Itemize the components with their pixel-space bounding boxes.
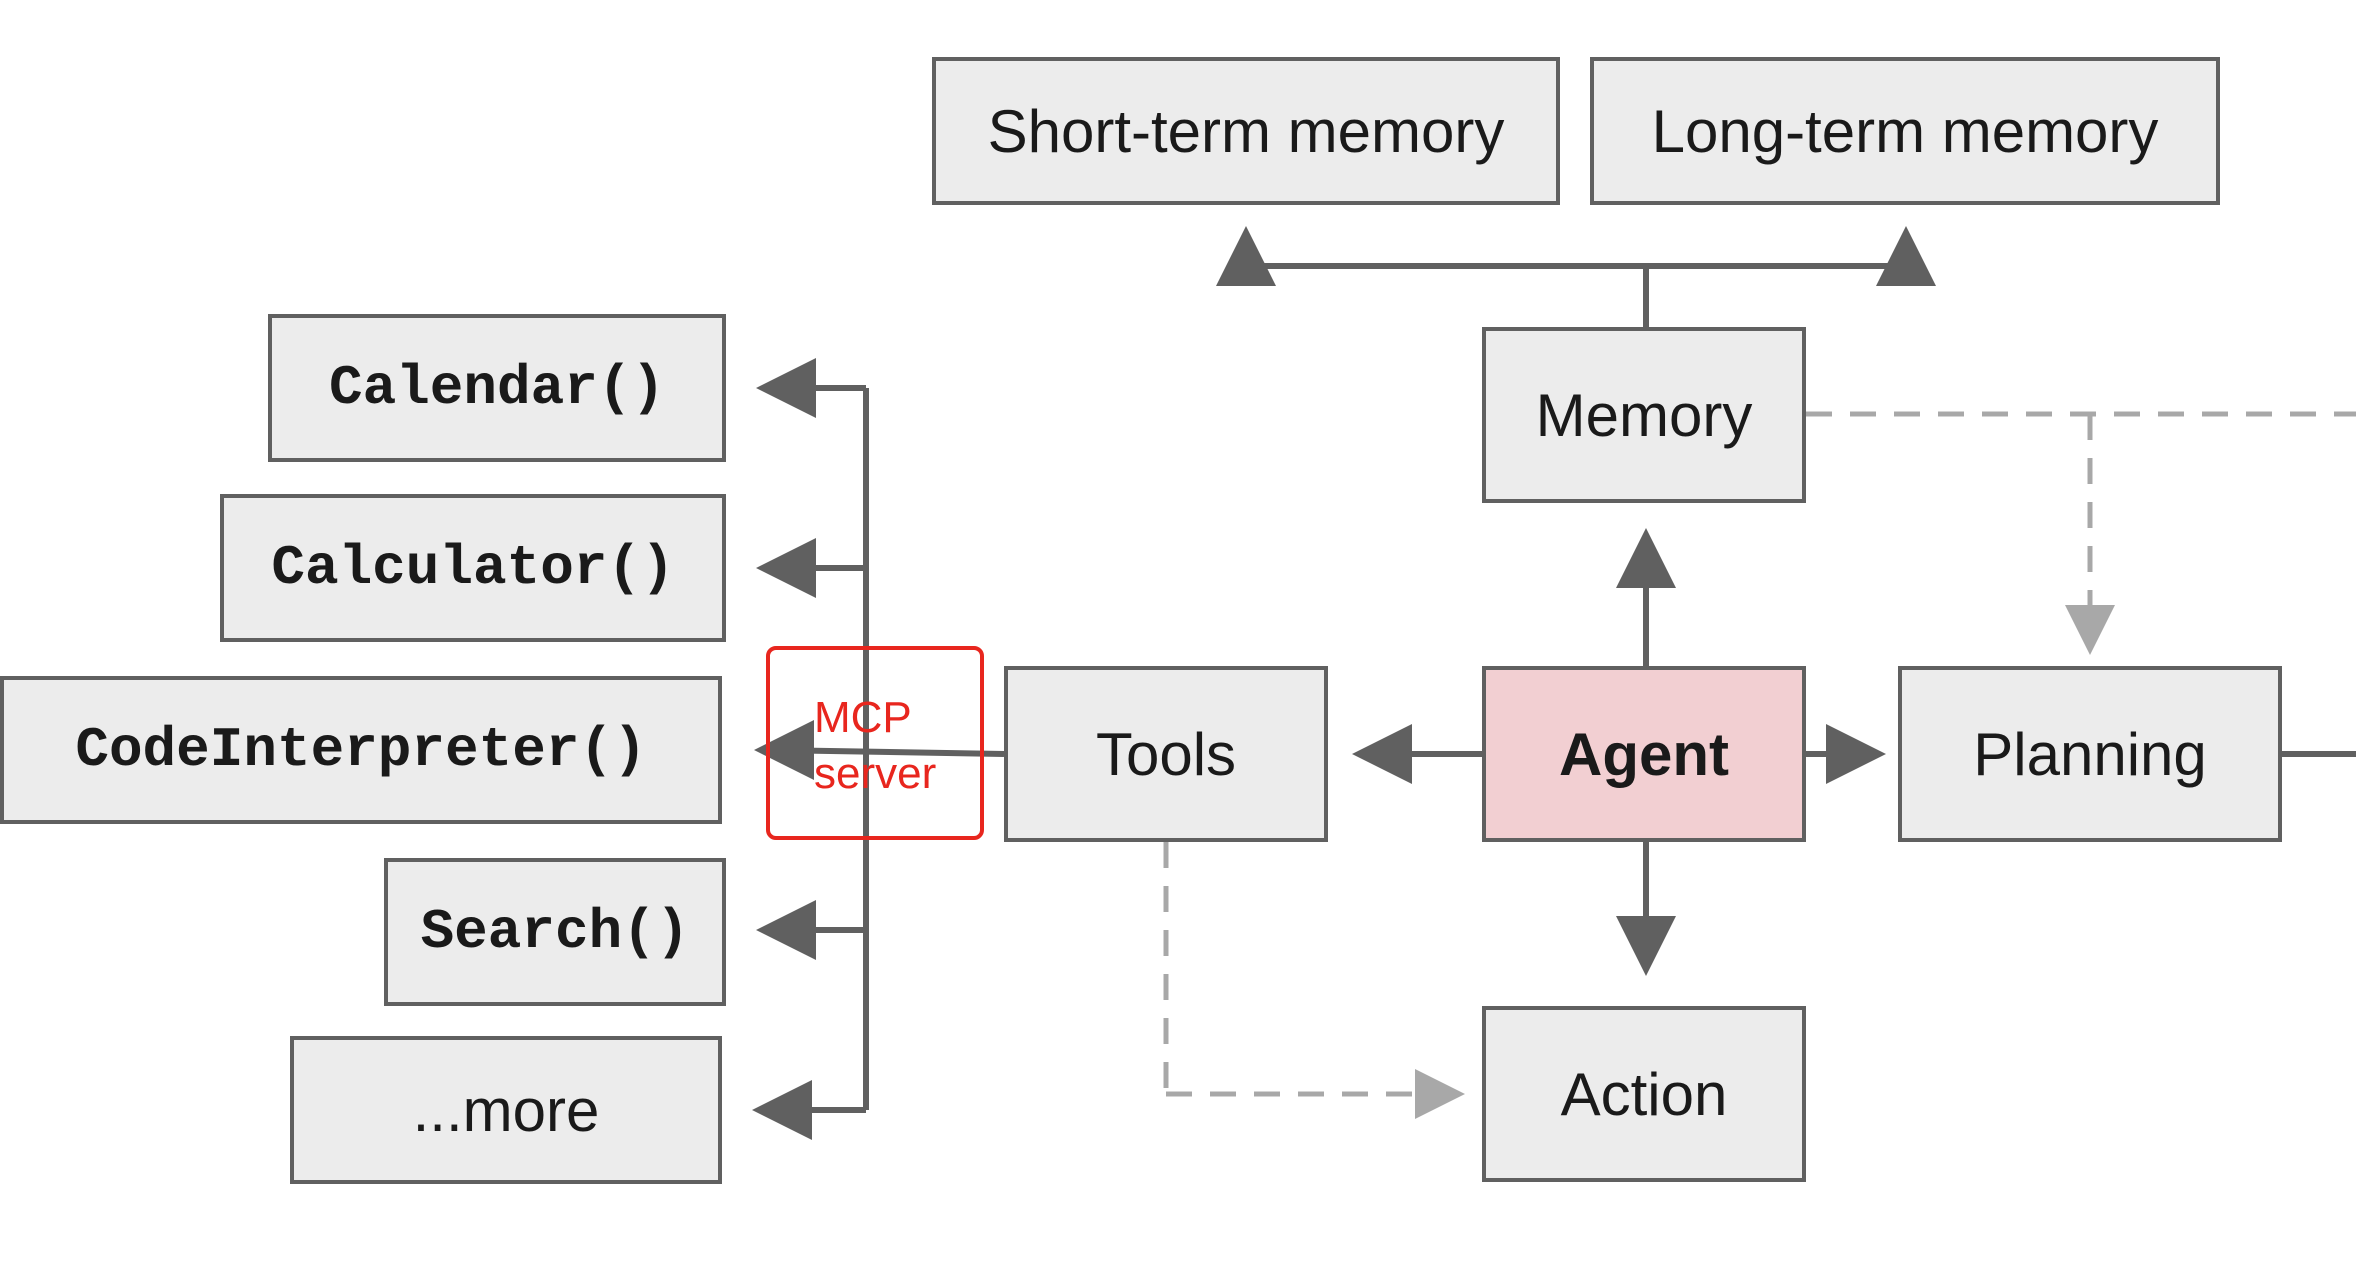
- calculator-tool-label: Calculator(): [271, 536, 675, 600]
- short-term-memory-label: Short-term memory: [987, 97, 1505, 165]
- search-tool-box: Search(): [384, 858, 726, 1006]
- tools-label: Tools: [1095, 720, 1237, 788]
- long-term-memory-label: Long-term memory: [1651, 97, 2159, 165]
- mcp-server-label-line2: server: [814, 749, 937, 798]
- memory-box: Memory: [1482, 327, 1806, 503]
- agent-box: Agent: [1482, 666, 1806, 842]
- agent-label: Agent: [1559, 720, 1729, 788]
- code-interpreter-tool-label: CodeInterpreter(): [75, 718, 647, 782]
- more-tools-label: ...more: [412, 1076, 600, 1144]
- more-tools-box: ...more: [290, 1036, 722, 1184]
- tools-box: Tools: [1004, 666, 1328, 842]
- calculator-tool-box: Calculator(): [220, 494, 726, 642]
- memory-label: Memory: [1535, 381, 1753, 449]
- search-tool-label: Search(): [420, 900, 690, 964]
- planning-label: Planning: [1973, 720, 2207, 788]
- calendar-tool-box: Calendar(): [268, 314, 726, 462]
- code-interpreter-tool-box: CodeInterpreter(): [0, 676, 722, 824]
- memory-branch-connector: [1216, 226, 1936, 327]
- planning-box: Planning: [1898, 666, 2282, 842]
- short-term-memory-box: Short-term memory: [932, 57, 1560, 205]
- action-box: Action: [1482, 1006, 1806, 1182]
- calendar-tool-label: Calendar(): [328, 356, 666, 420]
- agent-connectors: [1352, 528, 2356, 976]
- long-term-memory-box: Long-term memory: [1590, 57, 2220, 205]
- mcp-server-highlight: MCP server: [766, 646, 984, 840]
- action-label: Action: [1560, 1060, 1728, 1128]
- mcp-server-label-line1: MCP: [814, 693, 912, 742]
- dashed-connectors: [1163, 411, 2356, 1119]
- tools-fanout-connectors: [752, 358, 1005, 1140]
